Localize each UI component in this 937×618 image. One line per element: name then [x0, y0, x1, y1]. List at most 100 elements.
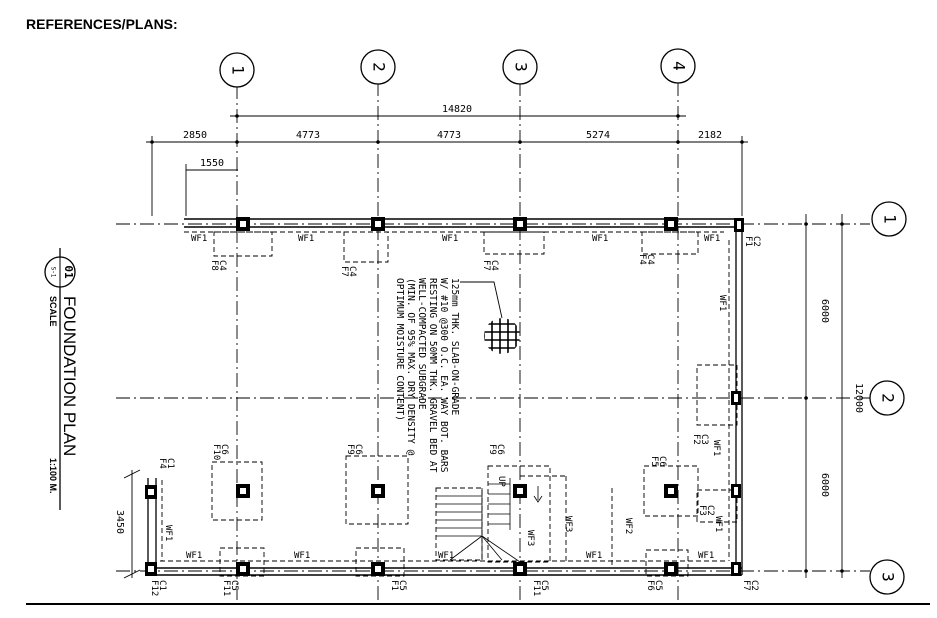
svg-text:W/ #10 @300 O.C. EA. WAY BOT.: W/ #10 @300 O.C. EA. WAY BOT. BARS [438, 278, 449, 473]
column-c1-top [145, 485, 157, 499]
grid-bubble-h3: 3 [869, 559, 905, 595]
tag-c4: C4 [347, 266, 357, 277]
wf1-label: WF1 [698, 551, 714, 561]
column-c4-4 [664, 217, 678, 231]
dim-right-bay-2: 6000 [819, 473, 830, 497]
tag-c5: C5 [229, 580, 239, 591]
tag-f5: F5 [649, 456, 659, 467]
wf1-label: WF1 [438, 551, 454, 561]
tag-c5: C5 [653, 580, 663, 591]
tag-f7: F7 [339, 266, 349, 277]
tag-c5: C5 [397, 580, 407, 591]
tag-f8: F8 [209, 260, 219, 271]
wf3-label: WF3 [563, 516, 573, 532]
column-c2-bot [731, 562, 741, 576]
wf1-label: WF1 [717, 295, 727, 311]
tag-f12: F12 [149, 580, 159, 596]
dim-overall: 14820 [442, 104, 472, 115]
tag-c4: C4 [217, 260, 227, 271]
wf1-label: WF1 [713, 516, 723, 532]
column-c6-1 [236, 484, 250, 498]
tag-f7: F7 [481, 260, 491, 271]
grid-bubble-h1: 1 [871, 201, 907, 237]
left-dimension-lines [123, 469, 141, 579]
columns [145, 217, 744, 576]
column-c2-mid [731, 484, 741, 498]
stair-treads [436, 478, 543, 563]
grid-bubble-v1: 1 [219, 52, 255, 88]
wf1-label: WF1 [191, 234, 207, 244]
tag-c6: C6 [657, 456, 667, 467]
wf1-label: WF1 [592, 234, 608, 244]
wf1-label: WF1 [163, 525, 173, 541]
tag-c4: C4 [489, 260, 499, 271]
tag-c3: C3 [699, 434, 709, 445]
column-c5-1 [236, 562, 250, 576]
column-c5-4 [664, 562, 678, 576]
wf1-label: WF1 [186, 551, 202, 561]
dim-stair-left: 3450 [114, 510, 125, 534]
scale-value: 1:100 M. [48, 458, 58, 494]
scale-label: SCALE [48, 296, 58, 327]
plan-title: FOUNDATION PLAN [60, 296, 79, 456]
column-c6-2 [371, 484, 385, 498]
right-dimension-lines [805, 214, 843, 578]
tag-c4: C4 [645, 254, 655, 265]
dim-bay-2: 4773 [296, 130, 320, 141]
tag-f3: F3 [697, 505, 707, 516]
dim-bay-3: 4773 [437, 130, 461, 141]
tag-f4: F4 [157, 458, 167, 469]
column-c4-3 [513, 217, 527, 231]
column-c3 [731, 391, 741, 405]
tag-f6: F6 [645, 580, 655, 591]
tag-c6: C6 [353, 444, 363, 455]
svg-text:OPTIMUM MOISTURE CONTENT): OPTIMUM MOISTURE CONTENT) [394, 278, 405, 421]
dim-bay-1: 2850 [183, 130, 207, 141]
column-c6-3 [513, 484, 527, 498]
column-c4-1 [236, 217, 250, 231]
tag-c6: C6 [495, 444, 505, 455]
svg-text:2: 2 [879, 393, 898, 403]
title-number: 01 [62, 265, 75, 279]
wf1-label: WF1 [711, 440, 721, 456]
tag-c2: C2 [751, 236, 761, 247]
column-c6-4 [664, 484, 678, 498]
tag-f7: F7 [741, 580, 751, 591]
wf1-label: WF1 [704, 234, 720, 244]
svg-text:(MIN. OF 95% MAX. DRY DENSITY: (MIN. OF 95% MAX. DRY DENSITY @ [405, 278, 416, 456]
title-sheet: S-1 [50, 267, 57, 278]
wf1-label: WF1 [294, 551, 310, 561]
references-plans-header: REFERENCES/PLANS: [26, 16, 178, 32]
tag-c2: C2 [705, 505, 715, 516]
slab-note: 125mm THK. SLAB-ON-GRADE W/ #10 @300 O.C… [394, 278, 520, 473]
bottom-divider [26, 603, 930, 605]
svg-text:3: 3 [879, 572, 898, 582]
grid-bubble-v2: 2 [360, 49, 396, 85]
svg-text:WELL-COMPACTED SUBGRADE: WELL-COMPACTED SUBGRADE [416, 278, 427, 410]
grid-bubble-h2: 2 [869, 380, 905, 416]
column-c1-bot [145, 562, 157, 576]
tag-c2: C2 [749, 580, 759, 591]
column-c5-2 [371, 562, 385, 576]
wf2-label: WF2 [623, 518, 633, 534]
dim-right-overall: 12000 [853, 383, 864, 413]
dimension-ticks [150, 114, 744, 144]
tag-f9: F9 [345, 444, 355, 455]
top-dimension-lines [146, 115, 748, 216]
tag-f2: F2 [691, 434, 701, 445]
svg-text:1: 1 [881, 214, 900, 224]
tag-f10: F10 [211, 444, 221, 460]
up-label: UP [496, 476, 506, 487]
svg-text:3: 3 [512, 62, 531, 72]
dim-right-bay-1: 6000 [819, 299, 830, 323]
tag-c6: C6 [219, 444, 229, 455]
tag-f1: F1 [743, 236, 753, 247]
column-c2-top [734, 218, 744, 232]
wf1-label: WF1 [298, 234, 314, 244]
rebar-mesh-symbol [484, 318, 520, 354]
dim-bay-4: 5274 [586, 130, 610, 141]
tag-f11: F11 [531, 580, 541, 596]
tag-f1: F1 [389, 580, 399, 591]
grid-bubble-v3: 3 [502, 49, 538, 85]
